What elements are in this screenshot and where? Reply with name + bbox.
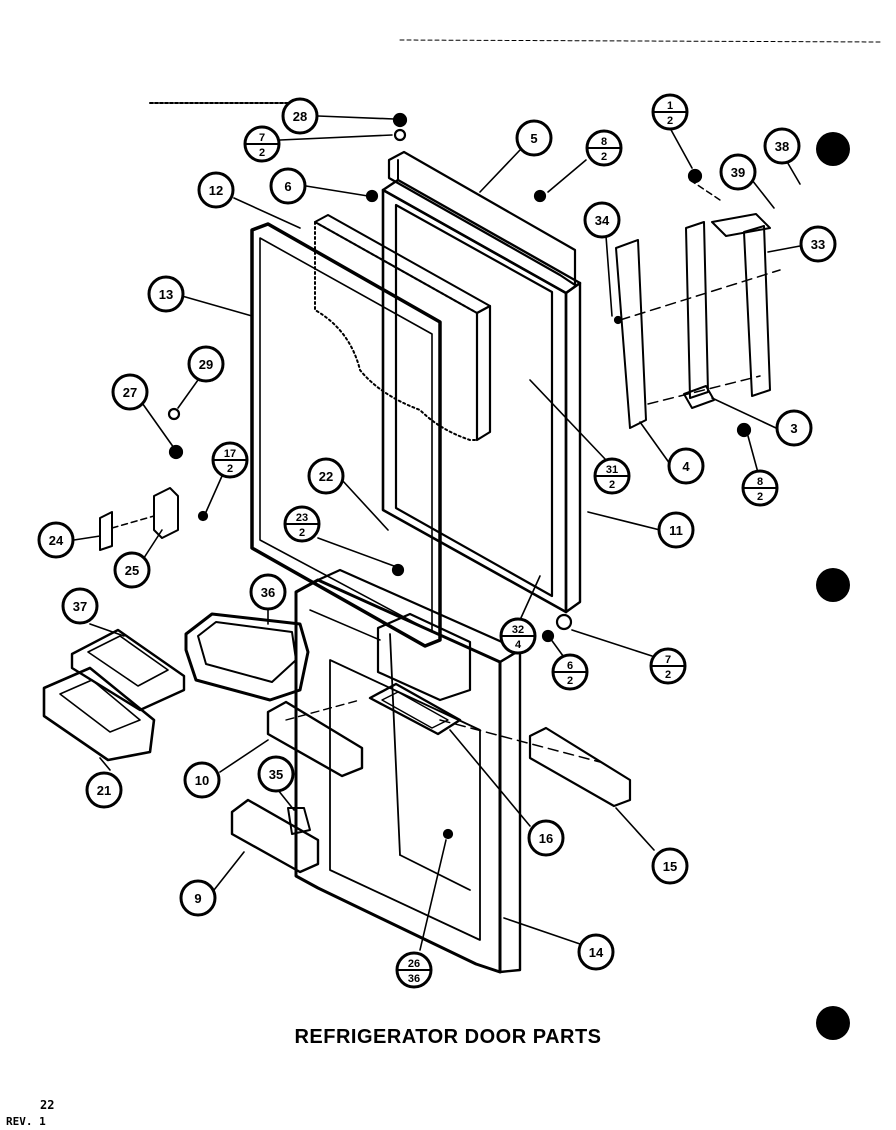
callout-c29: 29 <box>199 357 213 372</box>
callout-c3: 3 <box>790 421 797 436</box>
callout-c1-2-numerator: 1 <box>667 100 673 112</box>
callout-c6-2-numerator: 6 <box>567 660 573 672</box>
callout-c28: 28 <box>293 109 307 124</box>
callout-c5: 5 <box>530 131 537 146</box>
door-liner-panel <box>314 214 492 442</box>
leader-lines <box>73 115 801 951</box>
callout-c22: 22 <box>319 469 333 484</box>
callout-c15: 15 <box>663 859 677 874</box>
callout-c6: 6 <box>284 179 291 194</box>
callout-c7-2-bottom-numerator: 7 <box>665 654 671 666</box>
binder-hole-bottom <box>816 1006 850 1040</box>
callout-c33: 33 <box>811 237 825 252</box>
callout-c26-36-denominator: 36 <box>408 973 420 985</box>
callout-c17-2-numerator: 17 <box>224 448 236 460</box>
callout-c11: 11 <box>669 523 683 538</box>
callout-c8-2-bottom-numerator: 8 <box>757 476 763 488</box>
page-number: 22 <box>40 1098 55 1112</box>
outer-door-shell <box>381 150 582 614</box>
callout-c37: 37 <box>73 599 87 614</box>
callout-c8-2-bottom-denominator: 2 <box>757 491 763 503</box>
callout-c38: 38 <box>775 139 789 154</box>
callout-c7-2-bottom-denominator: 2 <box>665 669 671 681</box>
callout-c34: 34 <box>595 213 610 228</box>
callout-c16: 16 <box>539 831 553 846</box>
callout-c23-2-numerator: 23 <box>296 512 308 524</box>
callout-c10: 10 <box>195 773 209 788</box>
binder-hole-top <box>816 132 850 166</box>
callout-c21: 21 <box>97 783 111 798</box>
callout-c32-4-numerator: 32 <box>512 624 524 636</box>
callout-c31-2-denominator: 2 <box>609 479 615 491</box>
callout-c17-2-denominator: 2 <box>227 463 233 475</box>
fasteners <box>167 112 752 840</box>
callout-c8-2-top-numerator: 8 <box>601 136 607 148</box>
callout-c27: 27 <box>123 385 137 400</box>
callout-c36: 36 <box>261 585 275 600</box>
diagram-title: REFRIGERATOR DOOR PARTS <box>294 1026 602 1048</box>
callout-c13: 13 <box>159 287 173 302</box>
callout-c1-2-denominator: 2 <box>667 115 673 127</box>
callout-c8-2-top-denominator: 2 <box>601 151 607 163</box>
callout-c35: 35 <box>269 767 283 782</box>
bins-and-shelves <box>42 612 632 874</box>
callout-c24: 24 <box>49 533 64 548</box>
callout-c4: 4 <box>682 459 690 474</box>
callout-c26-36-numerator: 26 <box>408 958 420 970</box>
door-stop-bracket <box>99 487 179 551</box>
callout-c9: 9 <box>194 891 201 906</box>
callout-c23-2-denominator: 2 <box>299 527 305 539</box>
callout-c6-2-denominator: 2 <box>567 675 573 687</box>
callout-c7-2-top-numerator: 7 <box>259 132 265 144</box>
fraction-dividers <box>212 111 778 971</box>
binder-hole-middle <box>816 568 850 602</box>
callout-c31-2-numerator: 31 <box>606 464 618 476</box>
callout-c25: 25 <box>125 563 139 578</box>
refrigerator-door <box>294 568 522 974</box>
revision-note: REV. 1 <box>6 1115 46 1128</box>
callout-c14: 14 <box>589 945 604 960</box>
door-hinge-brackets <box>615 179 781 429</box>
callout-c7-2-top-denominator: 2 <box>259 147 265 159</box>
callout-c39: 39 <box>731 165 745 180</box>
callout-c12: 12 <box>209 183 223 198</box>
callout-c32-4-denominator: 4 <box>515 639 522 651</box>
